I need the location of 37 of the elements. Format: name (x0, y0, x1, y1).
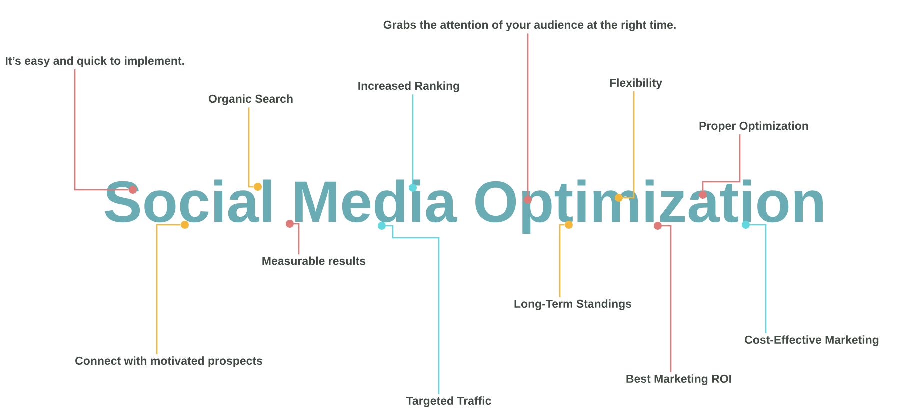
dot-marker (524, 196, 532, 204)
leader-label: Grabs the attention of your audience at the right time. (384, 20, 676, 32)
dot-marker (181, 221, 189, 229)
leader-label: Cost-Effective Marketing (745, 336, 879, 346)
leader-line (248, 108, 254, 188)
leader-line (412, 94, 414, 184)
leader-line (559, 224, 565, 298)
leader-line (527, 34, 529, 196)
leader-line (662, 225, 672, 372)
leader-line (386, 225, 440, 394)
leader-label: Targeted Traffic (406, 396, 492, 408)
leader-line (74, 70, 129, 191)
dot-marker (378, 222, 386, 230)
leader-line (702, 134, 741, 191)
dot-marker (699, 191, 707, 199)
leader-label: Connect with motivated prospects (76, 356, 262, 368)
leader-label: Measurable results (262, 256, 366, 266)
dot-marker (742, 221, 750, 229)
leader-line (623, 92, 635, 199)
title: Social Media Optimization (105, 180, 823, 234)
dot-marker (286, 220, 294, 228)
dot-marker (254, 183, 262, 191)
dot-marker (565, 221, 573, 229)
leader-label: It’s easy and quick to implement. (6, 56, 184, 68)
leader-label: Organic Search (208, 94, 293, 106)
leader-line (294, 223, 300, 255)
leader-label: Proper Optimization (700, 122, 808, 132)
dot-marker (615, 194, 623, 202)
leader-line (156, 224, 181, 354)
leader-label: Best Marketing ROI (626, 374, 732, 386)
dot-marker (409, 184, 417, 192)
dot-marker (129, 186, 137, 194)
leader-label: Long-Term Standings (514, 300, 632, 310)
leader-line (750, 224, 767, 334)
dot-marker (654, 222, 662, 230)
leader-label: Increased Ranking (358, 82, 460, 92)
leader-label: Flexibility (610, 78, 662, 90)
